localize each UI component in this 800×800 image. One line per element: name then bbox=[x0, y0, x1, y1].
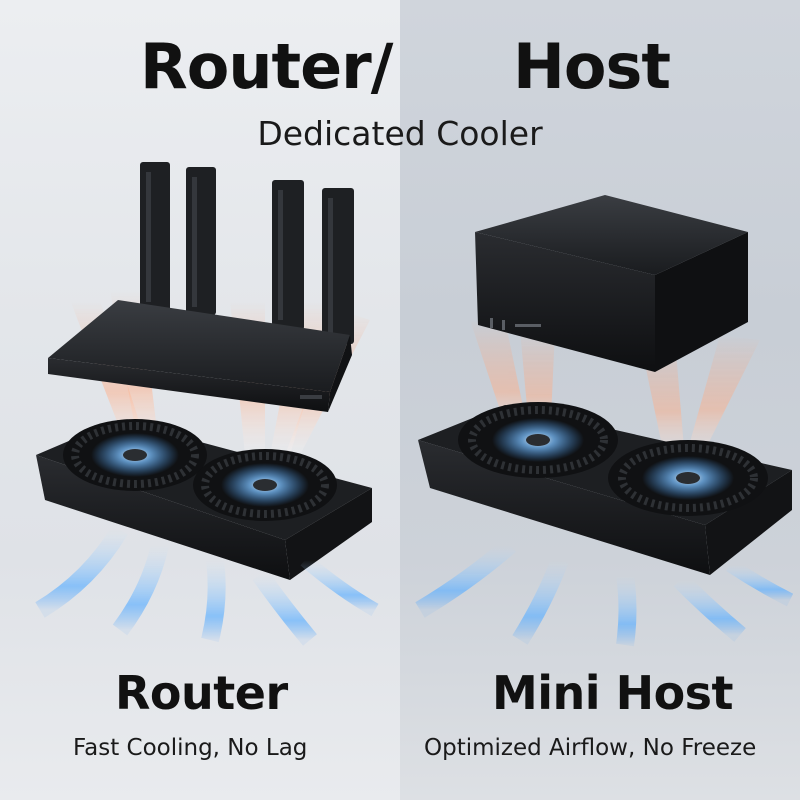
antenna-1 bbox=[140, 162, 170, 312]
router-label: Router bbox=[115, 666, 288, 720]
antenna-3 bbox=[272, 180, 304, 330]
headline: Router/ Host bbox=[0, 30, 800, 110]
mini-host-device bbox=[475, 195, 748, 372]
router-cooling-pad bbox=[36, 419, 372, 580]
background-left bbox=[0, 0, 400, 800]
headline-left: Router/ bbox=[140, 30, 393, 103]
mini-host-tagline: Optimized Airflow, No Freeze bbox=[424, 735, 757, 761]
router-device bbox=[48, 162, 354, 412]
headline-right: Host bbox=[513, 30, 671, 103]
router-tagline: Fast Cooling, No Lag bbox=[73, 735, 308, 761]
antenna-2 bbox=[186, 167, 216, 315]
mini-host-label: Mini Host bbox=[492, 666, 734, 720]
host-cooling-pad bbox=[418, 402, 792, 575]
router-blue-airflow bbox=[35, 525, 379, 646]
host-blue-airflow bbox=[415, 538, 794, 647]
antenna-4 bbox=[322, 188, 354, 344]
product-illustration bbox=[35, 162, 794, 647]
background-right bbox=[400, 0, 800, 800]
subtitle: Dedicated Cooler bbox=[257, 114, 543, 153]
